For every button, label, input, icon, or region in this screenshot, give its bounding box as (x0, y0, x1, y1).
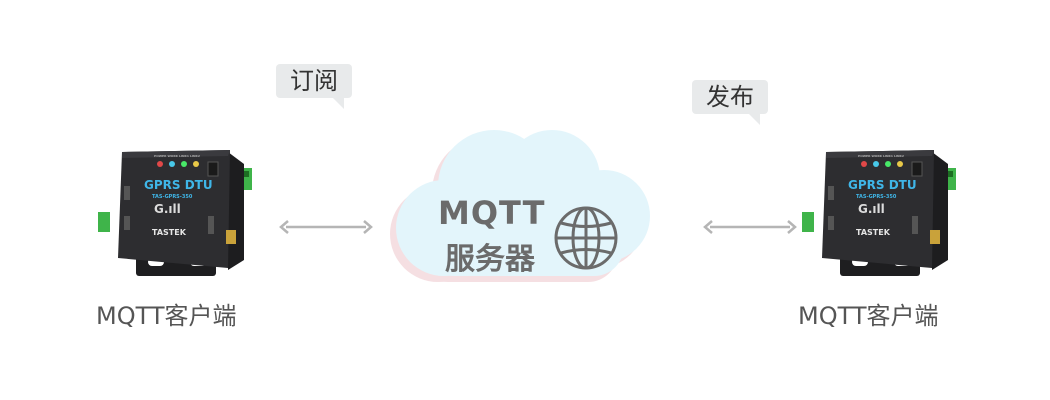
dtu-device-icon (802, 150, 956, 276)
left-double-arrow-icon (279, 220, 373, 234)
server-name-line1: MQTT (438, 194, 546, 232)
device-model: GPRS DTU (144, 178, 213, 192)
device-brand: TASTEK (152, 228, 186, 237)
left-client-label: MQTT客户端 (96, 302, 237, 330)
cloud-shape (390, 130, 650, 282)
bubble-tail (748, 113, 760, 125)
right-client-label: MQTT客户端 (798, 302, 939, 330)
server-name-line2: 服务器 (445, 242, 535, 277)
bubble-tail (332, 97, 344, 109)
publish-bubble: 发布 (692, 80, 768, 125)
device-logo: G.ıll (154, 202, 181, 216)
publish-label: 发布 (706, 83, 754, 111)
device-logo: G.ıll (858, 202, 885, 216)
device-led-labels: POWER WORK LINK1 LINK2 (858, 154, 904, 158)
right-dtu-device: GPRS DTU TAS-GPRS-350 G.ıll TASTEK POWER… (802, 140, 962, 290)
subscribe-label: 订阅 (290, 67, 338, 95)
device-submodel: TAS-GPRS-350 (856, 194, 897, 200)
device-brand: TASTEK (856, 228, 890, 237)
device-submodel: TAS-GPRS-350 (152, 194, 193, 200)
device-led-labels: POWER WORK LINK1 LINK2 (154, 154, 200, 158)
right-double-arrow-icon (703, 220, 797, 234)
device-model: GPRS DTU (848, 178, 917, 192)
dtu-device-icon (98, 150, 252, 276)
globe-icon (554, 206, 618, 270)
subscribe-bubble: 订阅 (276, 64, 352, 109)
left-dtu-device: GPRS DTU TAS-GPRS-350 G.ıll TASTEK POWER… (98, 140, 258, 290)
